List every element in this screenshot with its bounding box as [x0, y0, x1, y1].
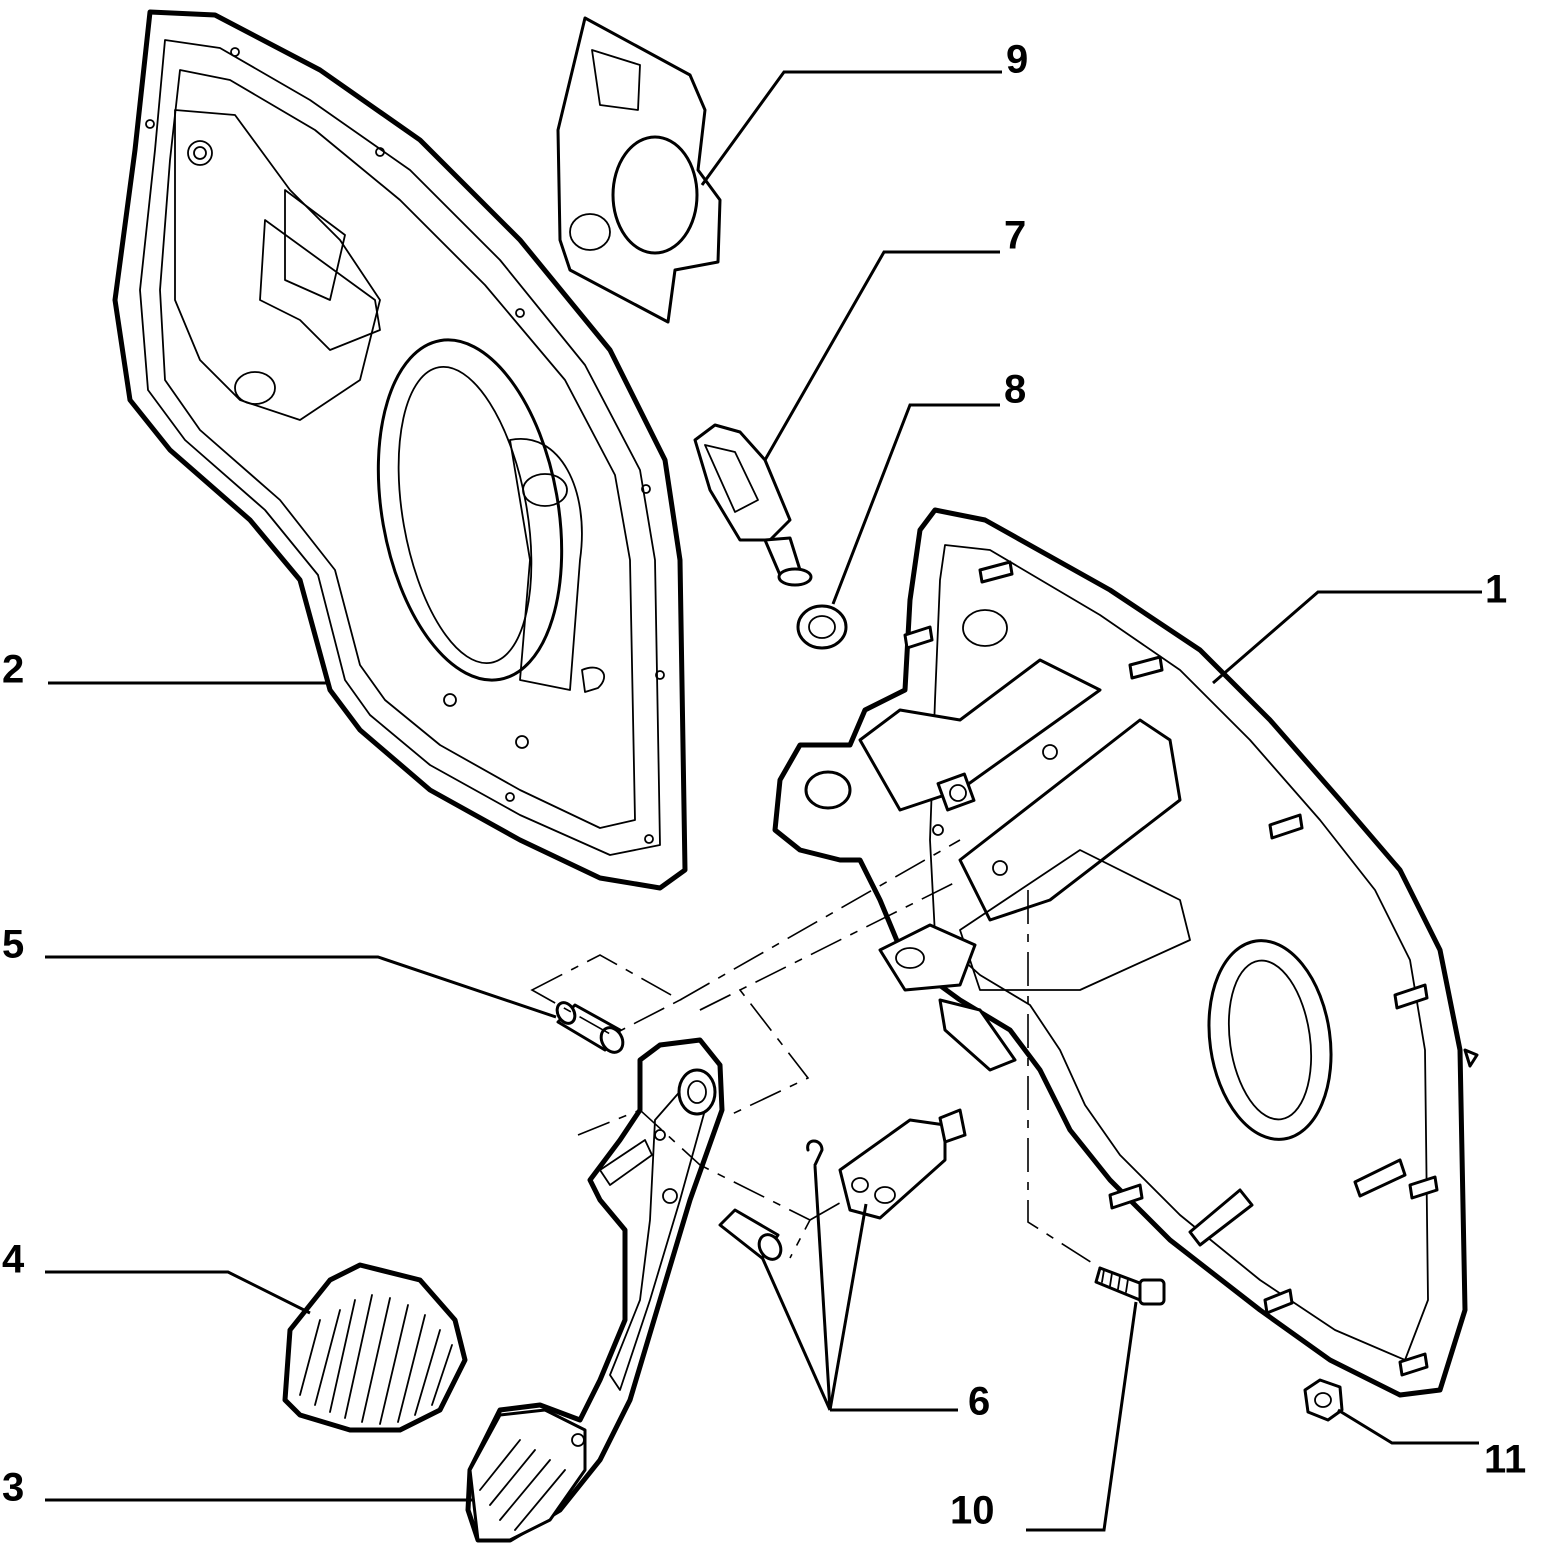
callout-2: 2: [2, 648, 24, 692]
pedal-arm-part-3: [465, 1037, 725, 1543]
bolt-part-10: [1094, 1266, 1166, 1306]
leader-11: [1337, 1408, 1479, 1445]
pedal-switch-part-7: [693, 423, 813, 587]
leader-7: [763, 250, 1000, 461]
leader-10: [1026, 1301, 1138, 1532]
leader-lines: [45, 70, 1482, 1532]
leader-6d: [828, 1203, 868, 1411]
pivot-bushing-part-5: [555, 1001, 625, 1054]
spacer-part-6: [718, 1108, 967, 1261]
callout-9: 9: [1006, 38, 1028, 82]
callout-1: 1: [1485, 568, 1507, 612]
callout-7: 7: [1004, 214, 1026, 258]
pedal-support-bracket-part-1: [772, 507, 1479, 1398]
grommet-ring-part-8: [796, 604, 848, 650]
callout-4: 4: [2, 1238, 25, 1282]
callout-labels: 1 2 3 4 5 6 7 8 9 10 11: [2, 38, 1526, 1533]
assembly-dash-lines: [530, 839, 1101, 1269]
callout-5: 5: [2, 923, 24, 967]
callout-6: 6: [968, 1380, 990, 1424]
leader-4: [45, 1270, 311, 1315]
leader-6c: [813, 1165, 832, 1411]
leader-5: [45, 955, 557, 1019]
callout-3: 3: [2, 1466, 24, 1510]
nut-part-11: [1303, 1378, 1344, 1422]
leader-8: [831, 403, 1000, 605]
leader-6b: [760, 1256, 832, 1411]
callout-11: 11: [1484, 1438, 1526, 1482]
leader-1: [1212, 590, 1482, 685]
callout-10: 10: [950, 1489, 995, 1533]
leader-9: [700, 70, 1002, 186]
pedal-pad-part-4: [282, 1262, 468, 1433]
callout-8: 8: [1004, 368, 1026, 412]
bulkhead-plate-part-2: [112, 9, 688, 891]
gasket-pad-part-9: [556, 16, 722, 324]
